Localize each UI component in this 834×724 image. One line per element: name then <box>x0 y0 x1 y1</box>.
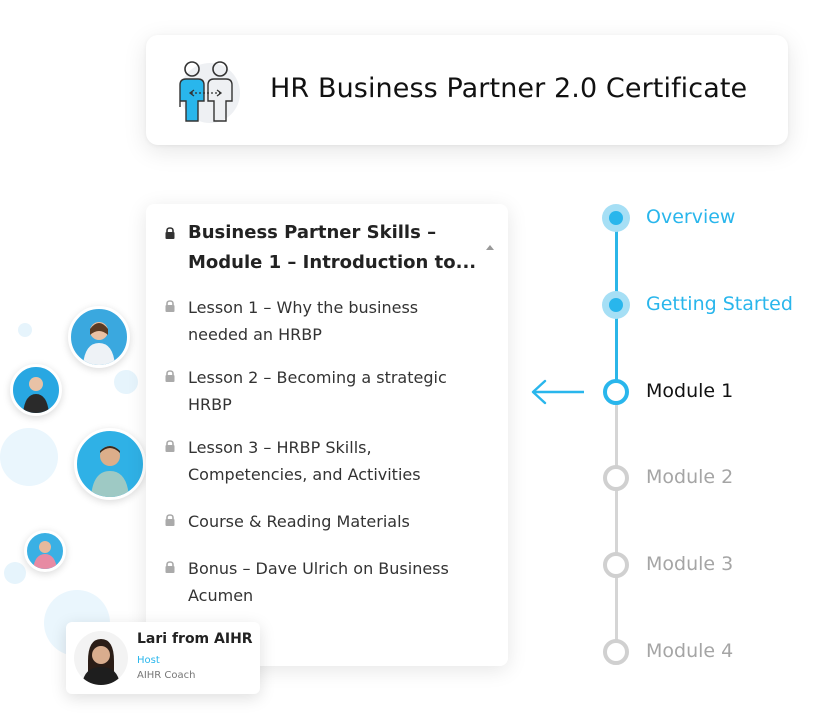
course-panel: Business Partner Skills – Module 1 – Int… <box>146 204 508 666</box>
module-title: Business Partner Skills – Module 1 – Int… <box>188 222 477 273</box>
timeline-node-module-3[interactable] <box>603 552 629 578</box>
lock-icon <box>165 370 175 382</box>
lock-icon <box>165 227 175 239</box>
person-photo-icon <box>74 631 128 685</box>
avatar <box>24 530 66 572</box>
person-photo-icon <box>23 377 49 413</box>
timeline-label-module-1[interactable]: Module 1 <box>646 380 734 402</box>
collapse-caret-icon[interactable] <box>486 245 494 250</box>
lock-icon <box>165 440 175 452</box>
timeline-node-module-1[interactable] <box>603 379 629 405</box>
timeline-remaining-line <box>615 392 618 652</box>
decor-bubble <box>4 562 26 584</box>
lesson-label: Lesson 3 – HRBP Skills, Competencies, an… <box>188 438 421 484</box>
host-card: Lari from AIHR Host AIHR Coach <box>66 622 260 694</box>
certificate-title: HR Business Partner 2.0 Certificate <box>270 73 748 104</box>
host-name: Lari from AIHR <box>137 631 253 647</box>
timeline-node-getting-started[interactable] <box>602 291 630 319</box>
timeline-label-overview[interactable]: Overview <box>646 206 736 228</box>
decor-bubble <box>18 323 32 337</box>
decor-bubble <box>0 428 58 486</box>
two-people-exchange-icon <box>179 61 240 123</box>
timeline-label-module-4[interactable]: Module 4 <box>646 640 734 662</box>
timeline-node-module-2[interactable] <box>603 465 629 491</box>
timeline-label-module-3[interactable]: Module 3 <box>646 553 734 575</box>
arrow-left-icon <box>531 379 584 405</box>
timeline-node-overview[interactable] <box>602 204 630 232</box>
host-avatar <box>74 631 128 685</box>
lock-icon <box>165 300 175 312</box>
lesson-label: Bonus – Dave Ulrich on Business Acumen <box>188 559 449 605</box>
avatar <box>10 364 62 416</box>
decor-bubble <box>114 370 138 394</box>
avatar <box>68 306 130 368</box>
timeline-node-module-4[interactable] <box>603 639 629 665</box>
person-photo-icon <box>33 541 57 569</box>
host-role: Host <box>137 655 160 666</box>
person-photo-icon <box>83 322 115 365</box>
person-photo-icon <box>91 446 129 497</box>
lesson-label: Course & Reading Materials <box>188 512 410 531</box>
lesson-label: Lesson 2 – Becoming a strategic HRBP <box>188 368 447 414</box>
timeline-label-module-2[interactable]: Module 2 <box>646 466 734 488</box>
timeline-label-getting-started[interactable]: Getting Started <box>646 293 793 315</box>
certificate-card: HR Business Partner 2.0 Certificate <box>146 35 788 145</box>
lock-icon <box>165 561 175 573</box>
avatar <box>74 428 146 500</box>
lesson-label: Lesson 1 – Why the business needed an HR… <box>188 298 419 344</box>
lock-icon <box>165 514 175 526</box>
host-subtitle: AIHR Coach <box>137 670 196 681</box>
